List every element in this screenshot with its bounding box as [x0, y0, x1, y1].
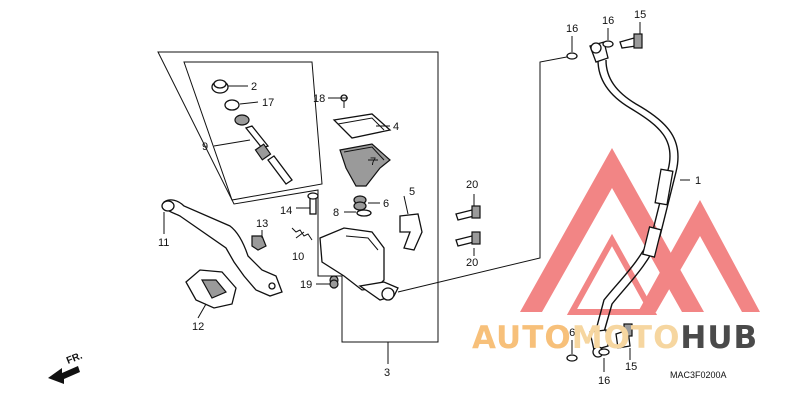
callout-7: 7: [370, 156, 376, 168]
watermark-triangle-inner: [566, 233, 658, 315]
piston-kit-frame: [183, 61, 323, 201]
brake-lever: [161, 199, 283, 297]
callout-20-top: 20: [466, 179, 478, 191]
screw: [329, 279, 339, 289]
lever-holder: [185, 269, 237, 309]
callout-16-bottom-right: 16: [598, 375, 610, 387]
callout-19: 19: [300, 279, 312, 291]
callout-20-bottom: 20: [466, 257, 478, 269]
leader-lines: [163, 22, 690, 372]
bottom-banjo-parts: [566, 323, 633, 362]
watermark-triangle-large: [520, 148, 704, 312]
diagram-code: MAC3F0200A: [670, 370, 727, 380]
watermark-moto: MOTO: [572, 320, 681, 356]
watermark-triangle-small: [638, 200, 760, 312]
lever-pivot-parts: [291, 192, 319, 241]
callout-9: 9: [202, 141, 208, 153]
callout-13: 13: [256, 218, 268, 230]
callout-5: 5: [409, 186, 415, 198]
group-frame: [157, 51, 439, 343]
callout-16-bottom-left: 16: [563, 327, 575, 339]
callout-10: 10: [292, 251, 304, 263]
diaphragm: [339, 143, 391, 187]
holder-clamp: [399, 213, 423, 251]
spring-and-clip: [353, 195, 372, 217]
brake-hose: [589, 41, 679, 358]
holder-bolts: [455, 205, 481, 247]
callout-4: 4: [393, 121, 399, 133]
callout-18: 18: [313, 93, 325, 105]
callout-8: 8: [333, 207, 339, 219]
master-cylinder: [319, 227, 399, 301]
callout-3: 3: [384, 367, 390, 379]
watermark-text: AUTOMOTOHUB: [472, 320, 758, 356]
callout-17: 17: [262, 97, 274, 109]
watermark-hub: HUB: [680, 320, 758, 356]
forward-arrow-icon: [48, 366, 80, 384]
piston-rod: [244, 125, 293, 185]
callout-6: 6: [383, 198, 389, 210]
callout-16-top-right: 16: [602, 15, 614, 27]
top-banjo-parts: [566, 33, 643, 60]
reservoir-cap: [332, 94, 392, 139]
piston-cup: [211, 79, 250, 126]
callout-12: 12: [192, 321, 204, 333]
callout-15-bottom: 15: [625, 361, 637, 373]
watermark-auto: AUTO: [472, 320, 572, 356]
callout-1: 1: [695, 175, 701, 187]
callout-11: 11: [158, 237, 169, 249]
callout-2: 2: [251, 81, 257, 93]
callout-15-top: 15: [634, 9, 646, 21]
callout-14: 14: [280, 205, 292, 217]
forward-label: FR.: [65, 350, 84, 366]
watermark-logo: [520, 148, 760, 315]
hose-connector-line: [397, 55, 573, 293]
callout-16-top-left: 16: [566, 23, 578, 35]
